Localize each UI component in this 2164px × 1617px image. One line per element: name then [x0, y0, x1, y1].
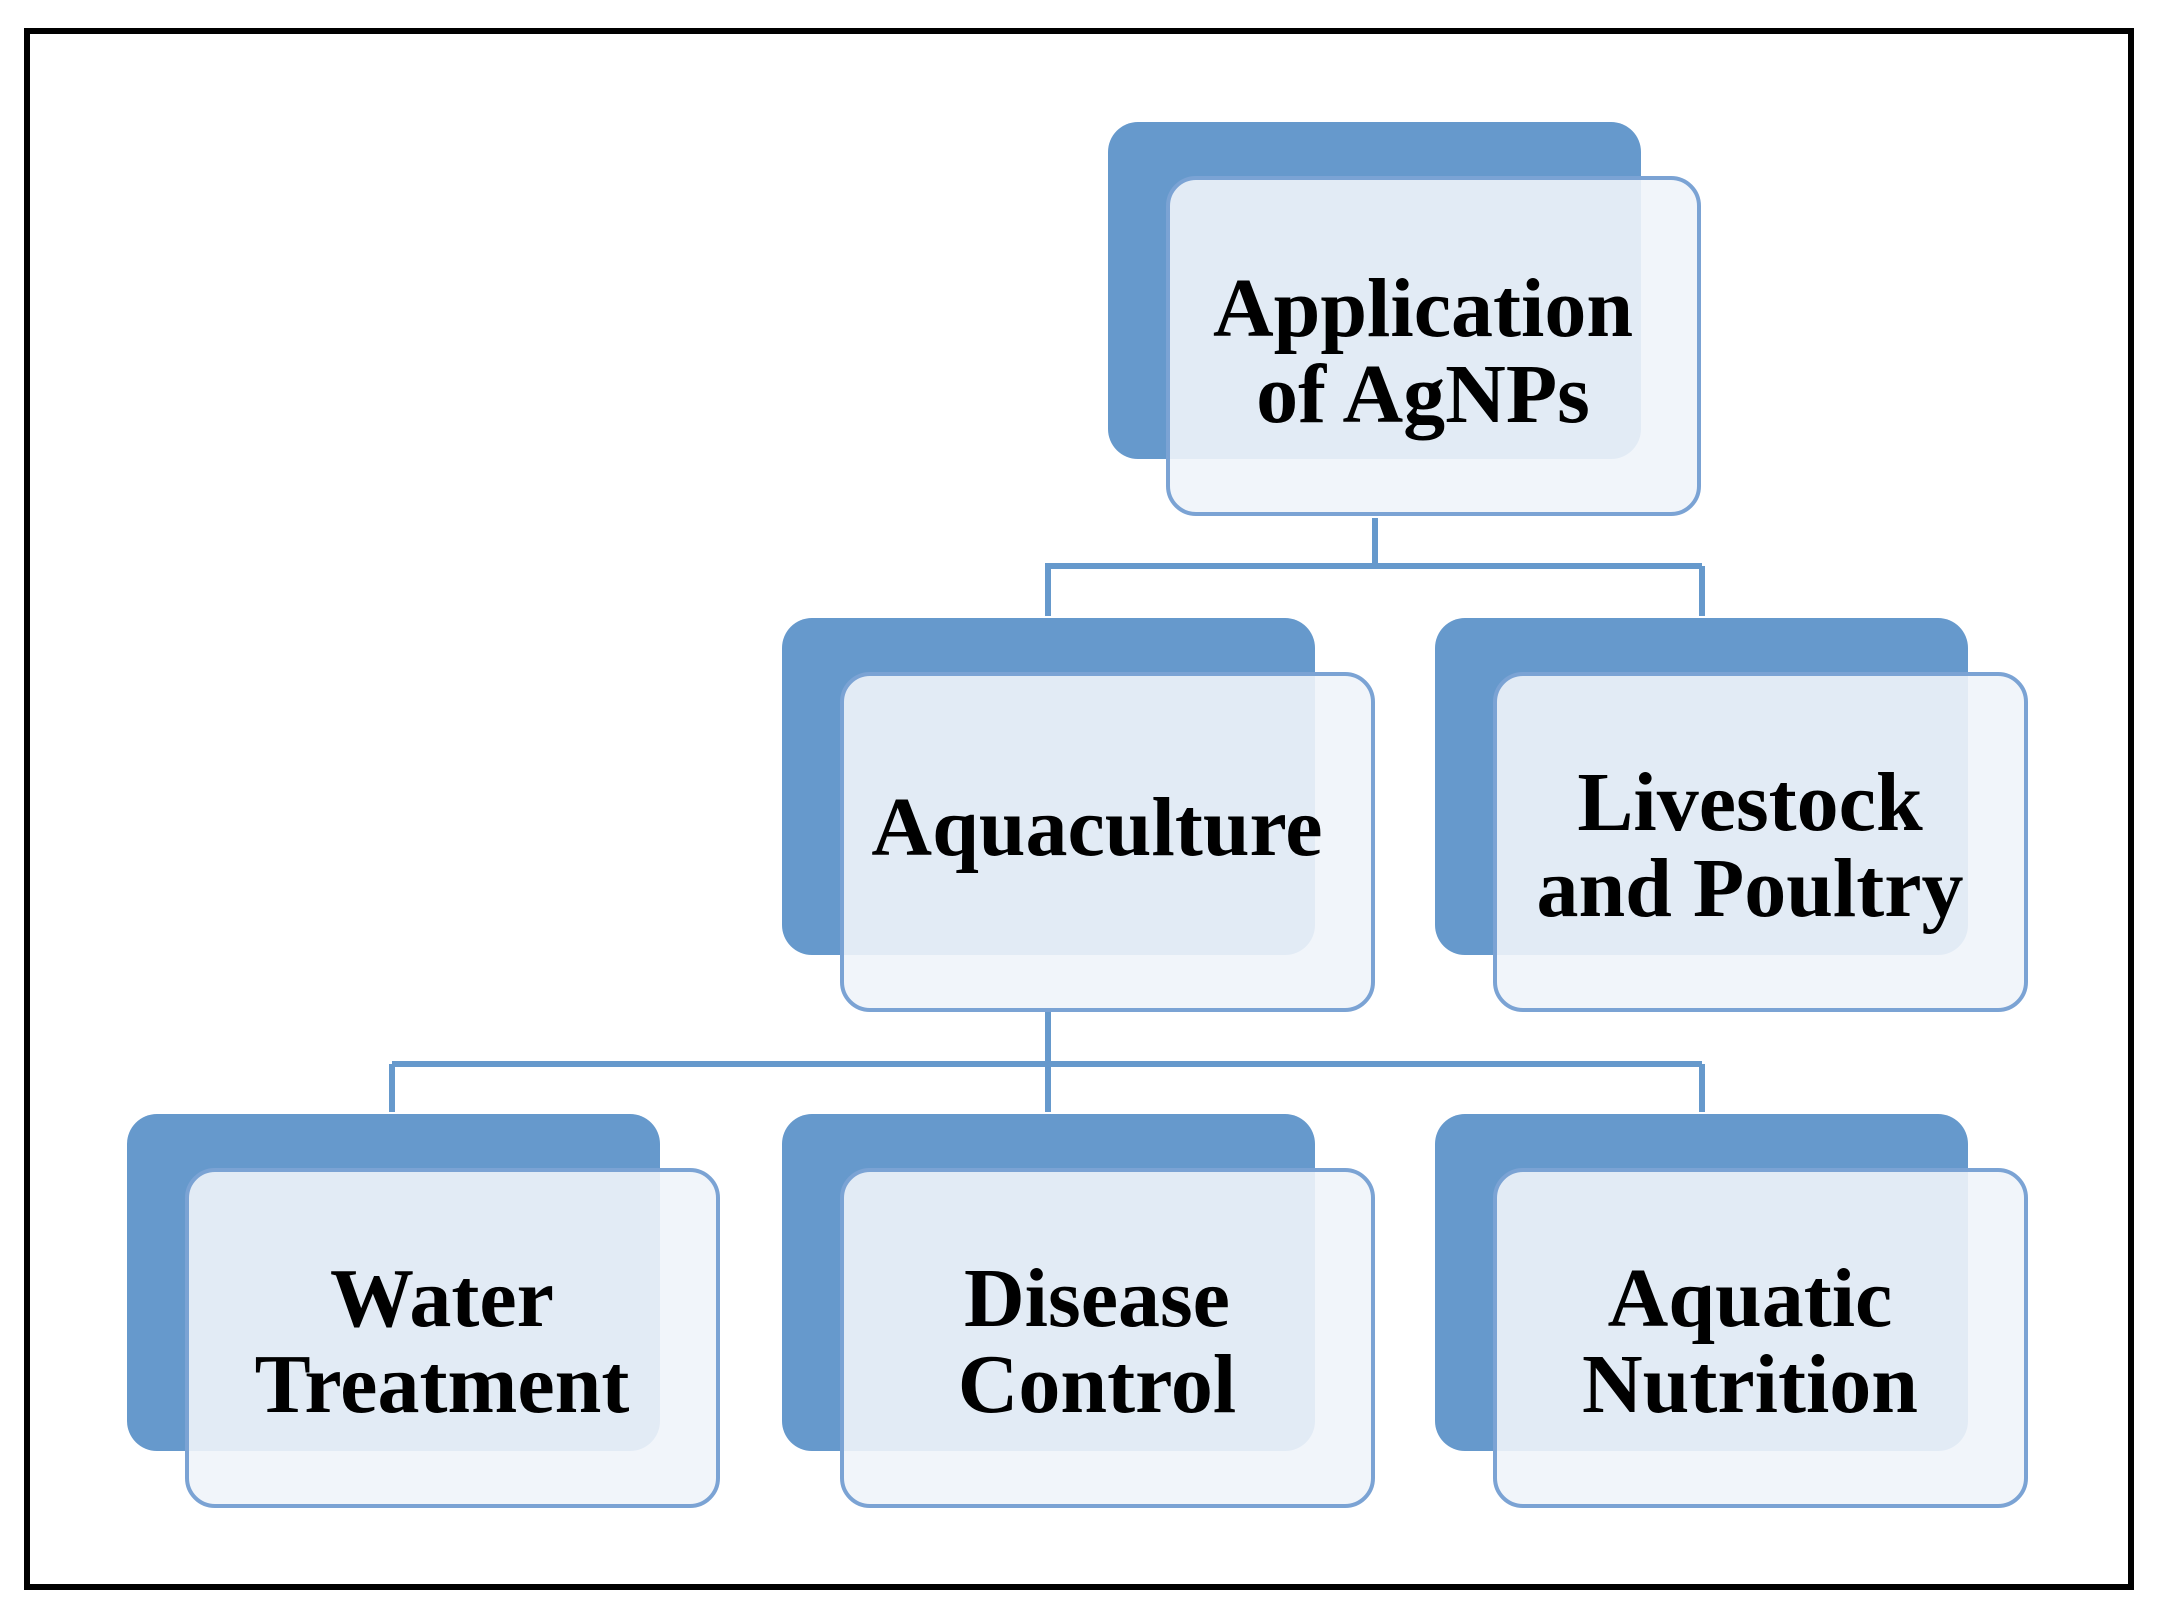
- node-label-line: Livestock: [1577, 756, 1923, 849]
- node-label-line: Treatment: [254, 1338, 630, 1431]
- node-label: Livestock and Poultry: [1485, 746, 2015, 946]
- node-label-line: Control: [957, 1338, 1237, 1431]
- node-front-shape: [840, 1168, 1375, 1508]
- node-front-shape: [1493, 1168, 2028, 1508]
- node-label-line: Nutrition: [1582, 1338, 1918, 1431]
- node-label-line: Aquatic: [1607, 1252, 1893, 1345]
- node-label-line: and Poultry: [1536, 842, 1964, 935]
- node-label: Application of AgNPs: [1158, 252, 1688, 452]
- node-label-line: of AgNPs: [1256, 348, 1590, 441]
- node-label-line: Aquaculture: [871, 781, 1323, 874]
- node-label: Water Treatment: [177, 1242, 707, 1442]
- node-front-shape: [840, 672, 1375, 1012]
- node-label: Disease Control: [832, 1242, 1362, 1442]
- node-label-line: Water: [330, 1252, 554, 1345]
- node-label-line: Application: [1212, 262, 1634, 355]
- figure-frame: [24, 28, 2134, 1590]
- node-front-shape: [1166, 176, 1701, 516]
- node-label-line: Disease: [964, 1252, 1230, 1345]
- node-label: Aquaculture: [832, 758, 1362, 898]
- node-front-shape: [1493, 672, 2028, 1012]
- node-front-shape: [185, 1168, 720, 1508]
- node-label: Aquatic Nutrition: [1485, 1242, 2015, 1442]
